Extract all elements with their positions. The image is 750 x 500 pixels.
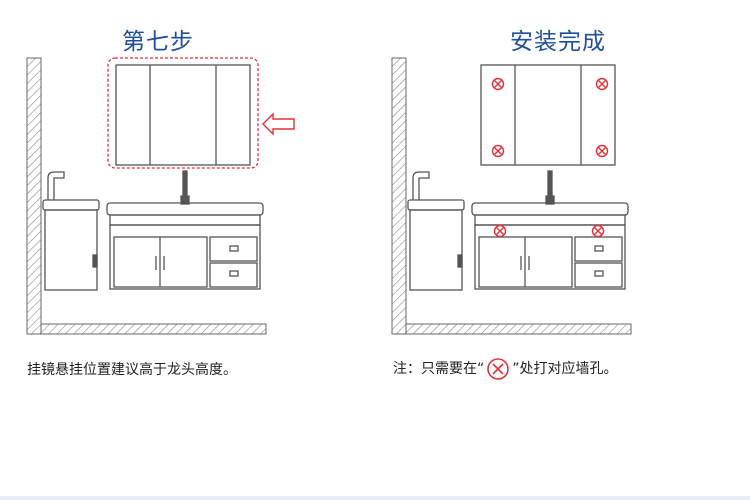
- drill-hole-marker-icon: [487, 358, 510, 380]
- caption-prefix: 注：只需要在“: [393, 361, 485, 377]
- vanity-cabinet: [471, 202, 629, 290]
- wall: [26, 57, 42, 335]
- bottom-divider: [0, 496, 750, 500]
- wall: [391, 57, 407, 335]
- drill-hole-marker-icon: [591, 224, 605, 238]
- side-cabinet: [42, 171, 100, 291]
- right-caption: 注：只需要在“ ”处打对应墙孔。: [393, 357, 618, 381]
- drill-hole-markers: [491, 77, 609, 238]
- floor: [405, 323, 632, 335]
- drill-hole-marker-icon: [595, 77, 609, 91]
- floor: [40, 323, 267, 335]
- mirror-cabinet: [480, 64, 616, 166]
- mirror-cabinet: [107, 57, 259, 169]
- drill-hole-marker-icon: [491, 77, 505, 91]
- complete-title: 安装完成: [510, 29, 606, 55]
- side-cabinet: [407, 171, 465, 291]
- drill-hole-marker-icon: [493, 224, 507, 238]
- left-scene: [26, 57, 295, 335]
- right-scene: [391, 57, 632, 335]
- faucet: [545, 170, 555, 205]
- vanity-cabinet: [106, 202, 264, 290]
- step-title: 第七步: [122, 29, 194, 55]
- caption-suffix: ”处打对应墙孔。: [512, 361, 618, 377]
- left-caption: 挂镜悬挂位置建议高于龙头高度。: [27, 362, 237, 378]
- faucet: [180, 170, 190, 205]
- drill-hole-marker-icon: [595, 144, 609, 158]
- drill-hole-marker-icon: [491, 144, 505, 158]
- direction-arrow-icon: [262, 112, 295, 136]
